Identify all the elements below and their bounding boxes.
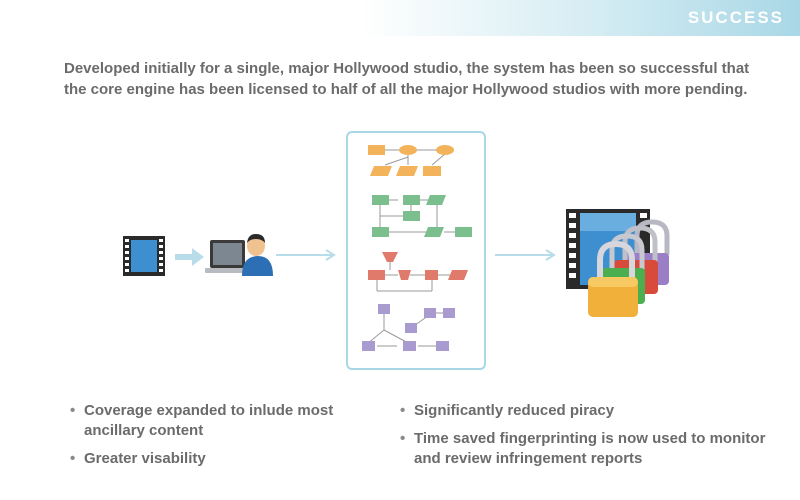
lock-gold-icon [588, 240, 638, 317]
bullet-item: Time saved fingerprinting is now used to… [400, 429, 780, 469]
film-locks-icon [566, 209, 670, 317]
film-reel-icon [123, 236, 165, 276]
flow-green [372, 195, 472, 237]
header-band [0, 0, 800, 36]
workflow-panel [346, 131, 486, 370]
intro-paragraph: Developed initially for a single, major … [64, 60, 750, 98]
page-title: SUCCESS [687, 8, 784, 27]
bullet-item: Greater visability [70, 449, 370, 469]
flow-orange [368, 145, 454, 176]
arrow-to-panel-icon [276, 249, 336, 261]
bullet-list-left: Coverage expanded to inlude most ancilla… [70, 401, 370, 477]
arrow-right-icon [175, 248, 204, 266]
bullet-item: Significantly reduced piracy [400, 401, 780, 421]
arrow-from-panel-icon [495, 249, 556, 261]
laptop-user-icon [205, 234, 273, 276]
flow-red [368, 252, 468, 292]
bullet-list-right: Significantly reduced piracy Time saved … [400, 401, 780, 477]
bullet-item: Coverage expanded to inlude most ancilla… [70, 401, 370, 441]
flow-purple [362, 304, 455, 351]
